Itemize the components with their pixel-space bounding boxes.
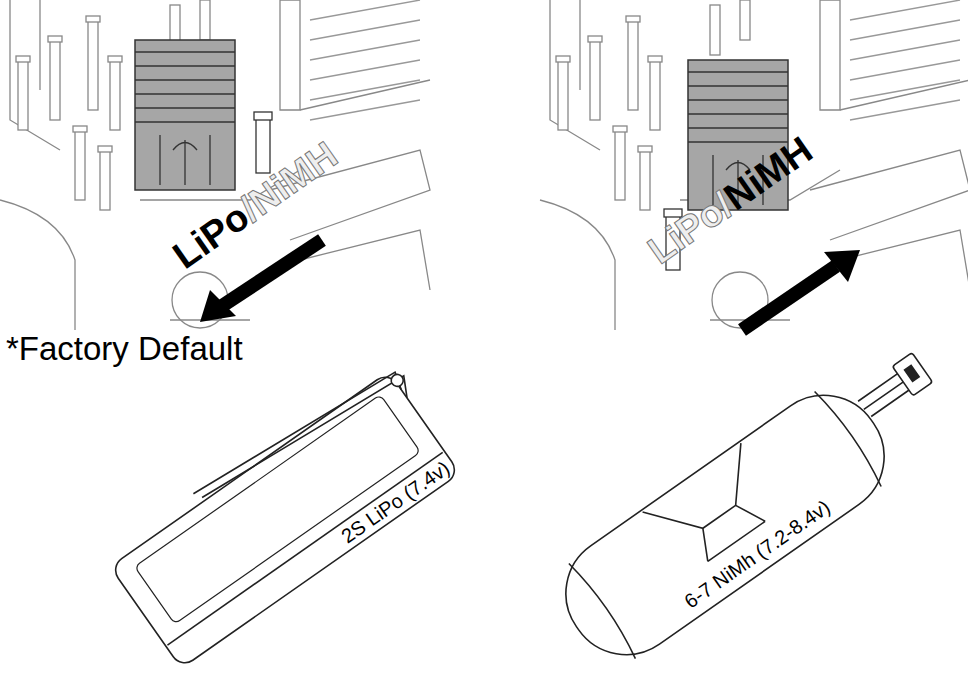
mode-label-inactive: /NiMH: [233, 133, 345, 229]
default-note: *Factory Default: [6, 332, 243, 365]
